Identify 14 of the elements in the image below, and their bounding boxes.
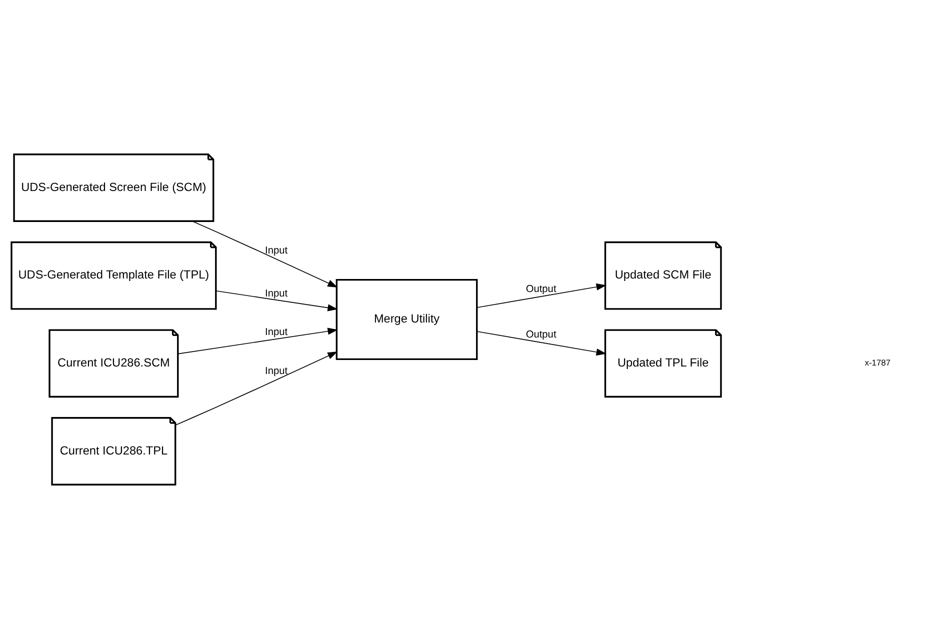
edge-label: Input — [265, 327, 288, 338]
edge-label: Output — [526, 284, 556, 296]
edge-label: Input — [265, 366, 288, 378]
label: x-1787 — [864, 358, 891, 368]
edge-label: Output — [526, 330, 556, 341]
node-box: Merge Utility — [336, 278, 478, 360]
arrow — [476, 331, 606, 356]
edge-label: Input — [265, 288, 288, 300]
arrow — [192, 220, 338, 288]
arrow — [178, 328, 338, 354]
edge-label: Input — [265, 245, 288, 256]
arrow — [476, 283, 606, 308]
arrow — [216, 290, 338, 312]
arrow — [175, 351, 338, 426]
